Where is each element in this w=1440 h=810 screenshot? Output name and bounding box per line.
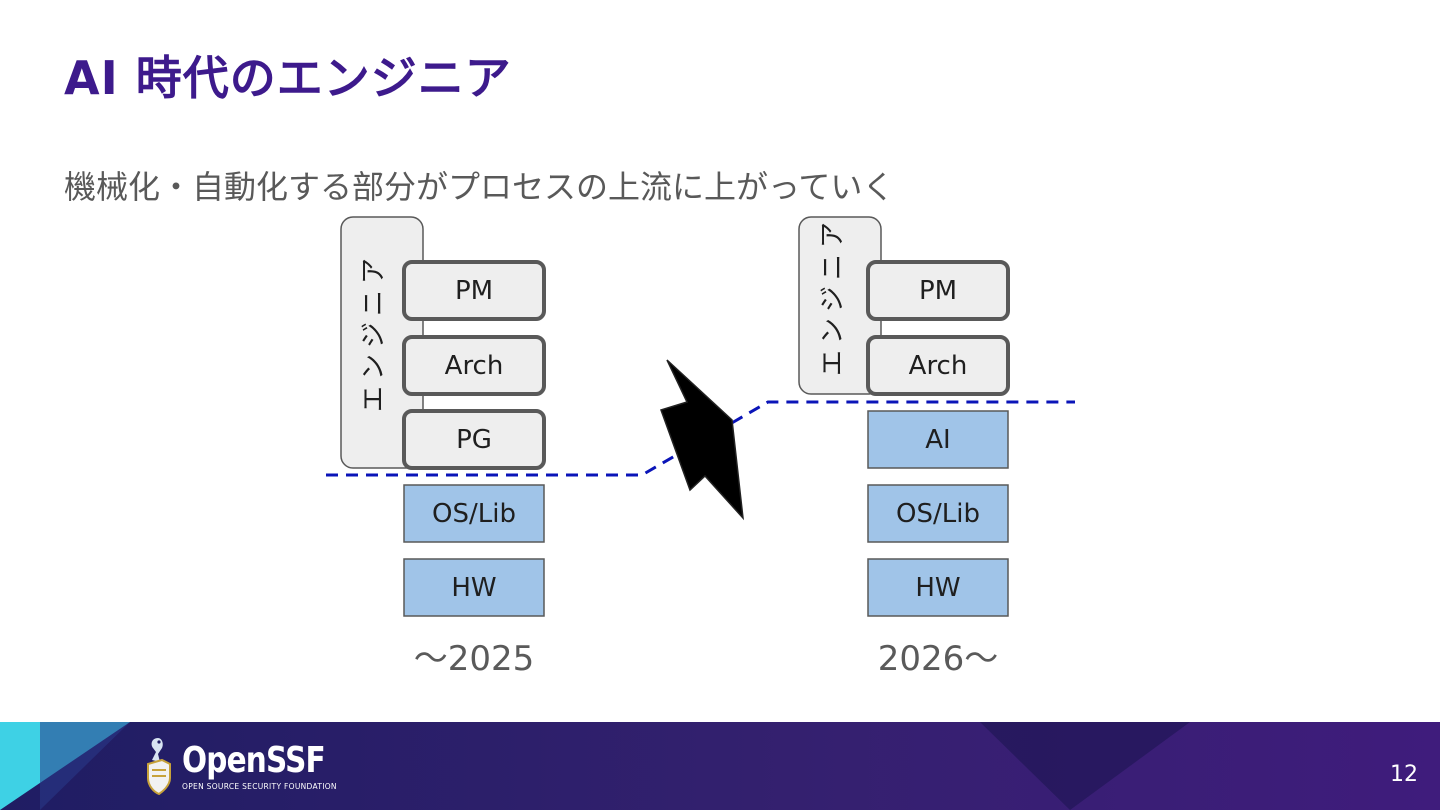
layer-diagram: エンジニア PM Arch PG OS/Lib HW 〜2025 エンジニア P… — [326, 216, 1075, 679]
layer-hw-label: HW — [451, 573, 496, 603]
footer-bar: OpenSSF OPEN SOURCE SECURITY FOUNDATION … — [0, 722, 1440, 810]
layer-pg-label: PG — [456, 425, 492, 455]
logo-tagline: OPEN SOURCE SECURITY FOUNDATION — [182, 781, 337, 791]
openssf-logo: OpenSSF OPEN SOURCE SECURITY FOUNDATION — [140, 730, 356, 802]
layer-ai-box — [867, 410, 1009, 469]
transition-arrow-icon — [660, 359, 745, 521]
layer-pm-label: PM — [455, 276, 493, 306]
layer-hw-label: HW — [915, 573, 960, 603]
logo-wordmark: OpenSSF — [182, 739, 326, 781]
layer-oslib-box — [867, 484, 1009, 543]
layer-arch-label: Arch — [445, 351, 504, 381]
layer-arch-box — [402, 335, 546, 396]
layer-pg-box — [402, 409, 546, 470]
engineer-vertical-label: エンジニア — [359, 252, 389, 412]
layer-hw-box — [867, 558, 1009, 617]
layer-arch-box — [866, 335, 1010, 396]
footer-diagonal-shape — [980, 722, 1190, 810]
engineer-vertical-label: エンジニア — [818, 216, 848, 376]
slide-subtitle: 機械化・自動化する部分がプロセスの上流に上がっていく — [64, 168, 895, 206]
page-number: 12 — [1390, 762, 1418, 787]
layer-ai-label: AI — [925, 425, 950, 455]
slide-title: AI 時代のエンジニア — [64, 51, 512, 105]
after-stack: エンジニア PM Arch AI OS/Lib HW 2026〜 — [798, 216, 1010, 679]
layer-oslib-label: OS/Lib — [896, 499, 980, 529]
layer-arch-label: Arch — [909, 351, 968, 381]
period-before-label: 〜2025 — [414, 639, 535, 679]
period-after-label: 2026〜 — [878, 639, 999, 679]
layer-oslib-box — [403, 484, 545, 543]
layer-oslib-label: OS/Lib — [432, 499, 516, 529]
layer-pm-label: PM — [919, 276, 957, 306]
layer-pm-box — [402, 260, 546, 321]
goose-shield-icon — [147, 738, 171, 796]
layer-pm-box — [866, 260, 1010, 321]
before-stack: エンジニア PM Arch PG OS/Lib HW 〜2025 — [340, 216, 546, 679]
footer-accent-shade — [40, 722, 130, 810]
layer-hw-box — [403, 558, 545, 617]
